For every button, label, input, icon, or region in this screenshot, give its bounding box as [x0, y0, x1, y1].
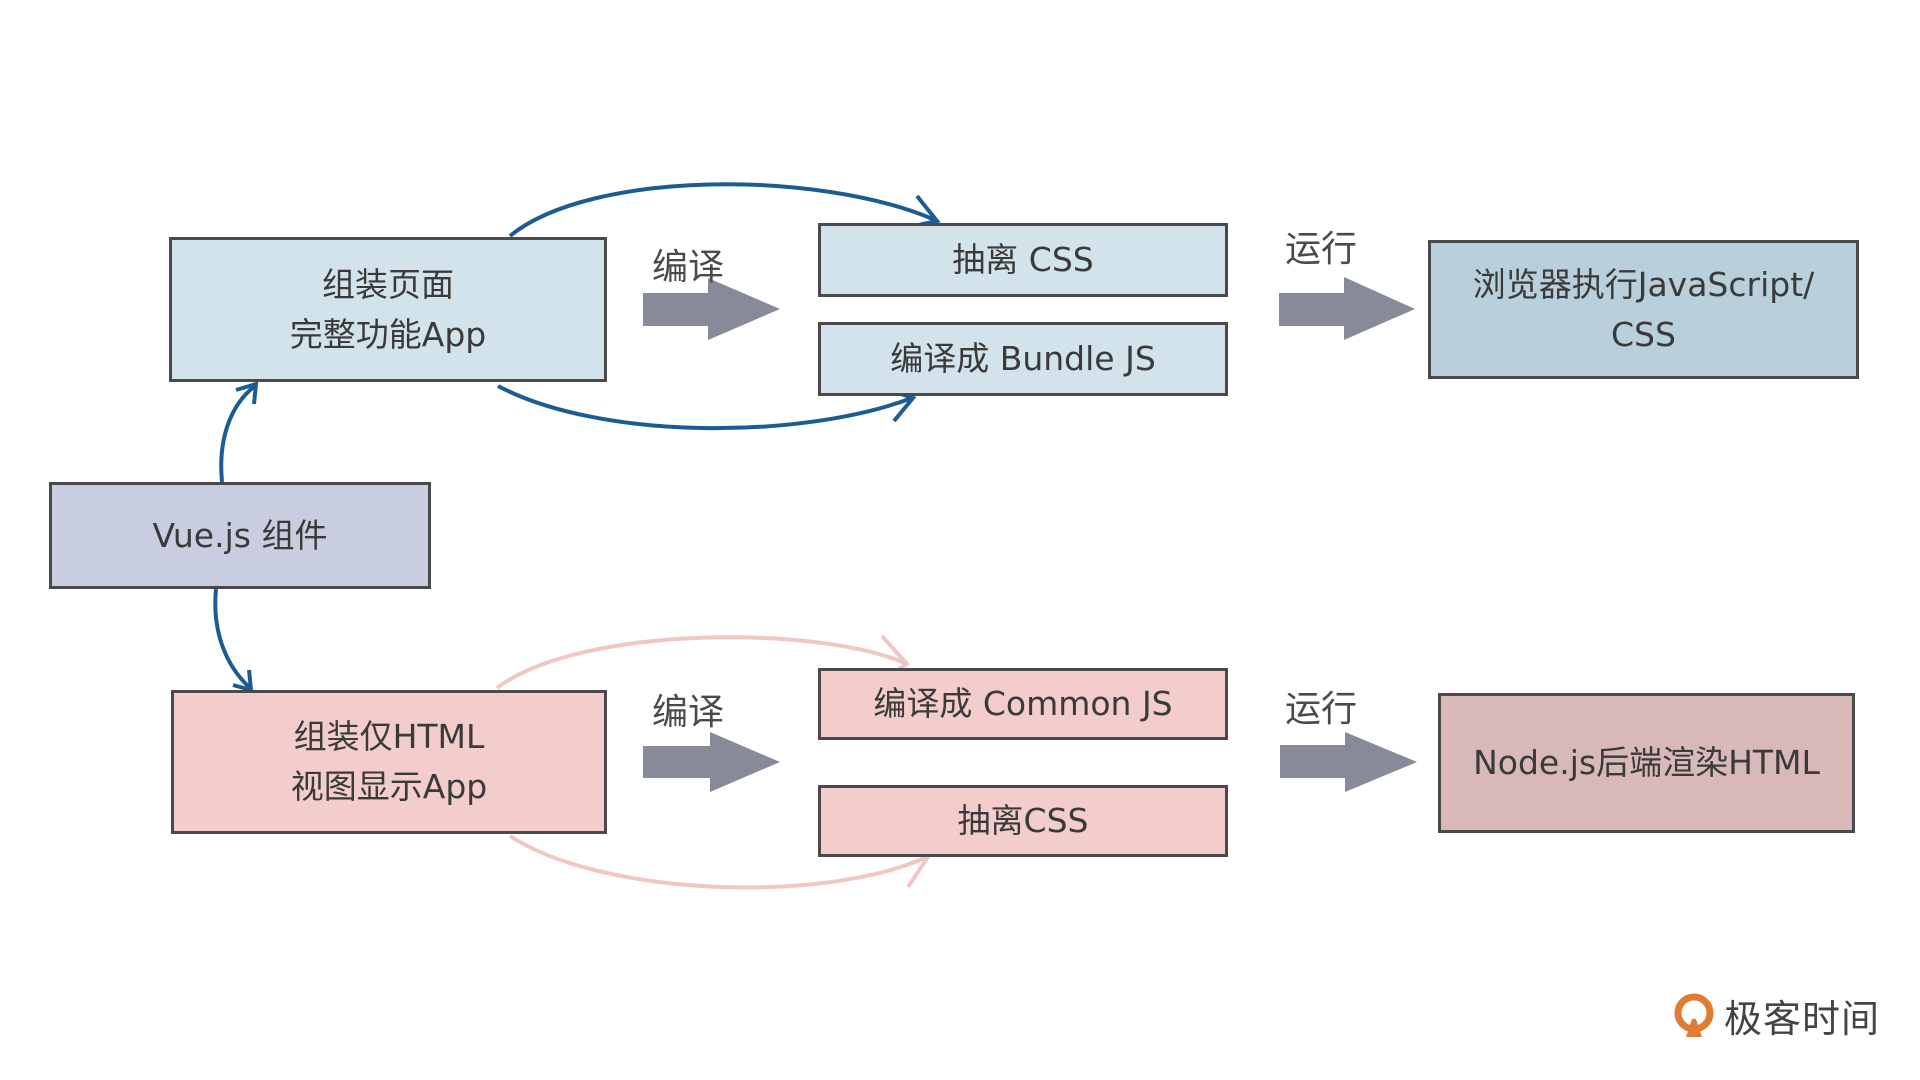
- server-assemble-line1: 组装仅HTML: [293, 717, 485, 756]
- server-output-css-box: 抽离CSS: [818, 785, 1228, 857]
- vue-to-client-arrowhead: [235, 381, 259, 405]
- server-output-css-label: 抽离CSS: [957, 801, 1089, 840]
- vue-to-server-arrow: [213, 588, 252, 690]
- client-assemble-line1: 组装页面: [321, 264, 454, 304]
- server-compile-arrow: [643, 732, 780, 792]
- client-run-arrow: [1279, 277, 1415, 340]
- client-run-label: 运行: [1285, 229, 1358, 270]
- client-output-bundle-label: 编译成 Bundle JS: [890, 339, 1156, 378]
- geektime-logo-icon: [1674, 993, 1714, 1037]
- brand-name: 极客时间: [1724, 997, 1881, 1041]
- client-compile-label: 编译: [652, 247, 725, 288]
- client-output-css-label: 抽离 CSS: [952, 240, 1094, 279]
- vue-component-box: Vue.js 组件: [49, 482, 431, 589]
- server-compile-label: 编译: [652, 692, 725, 733]
- vue-to-client-arrow: [219, 384, 257, 483]
- server-assemble-line2: 视图显示App: [290, 767, 488, 806]
- server-run-label: 运行: [1285, 689, 1358, 730]
- server-run-arrow: [1280, 732, 1417, 792]
- server-result-line1: Node.js后端渲染HTML: [1473, 743, 1820, 782]
- vue-component-label: Vue.js 组件: [152, 515, 328, 555]
- client-result-line2: CSS: [1611, 314, 1676, 354]
- brand-logo: 极客时间: [1672, 988, 1880, 1043]
- server-assemble-box: 组装仅HTML 视图显示App: [171, 690, 607, 834]
- server-result-box: Node.js后端渲染HTML: [1438, 693, 1855, 833]
- server-output-commonjs-box: 编译成 Common JS: [818, 668, 1228, 740]
- client-output-css-box: 抽离 CSS: [818, 223, 1228, 297]
- client-result-box: 浏览器执行JavaScript/ CSS: [1428, 240, 1859, 379]
- client-result-line1: 浏览器执行JavaScript/: [1472, 264, 1815, 304]
- client-assemble-box: 组装页面 完整功能App: [169, 237, 607, 382]
- client-output-bundle-box: 编译成 Bundle JS: [818, 322, 1228, 396]
- client-assemble-line2: 完整功能App: [289, 314, 487, 354]
- server-output-commonjs-label: 编译成 Common JS: [873, 684, 1173, 723]
- vue-to-server-arrowhead: [232, 669, 254, 693]
